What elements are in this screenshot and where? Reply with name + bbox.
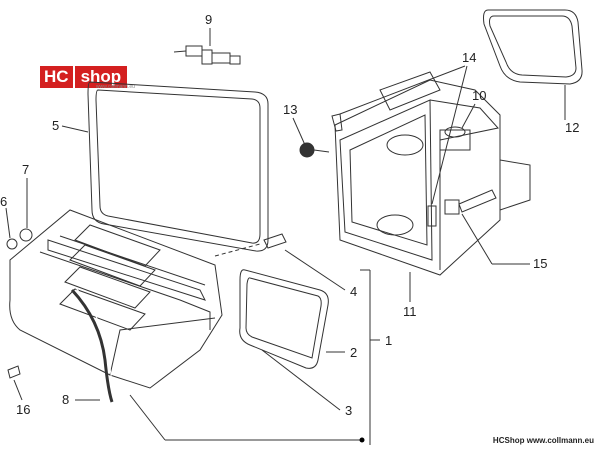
callout-9: 9 [205, 12, 212, 27]
bolt-14b [427, 205, 437, 227]
callout-1: 1 [385, 333, 392, 348]
breather-13 [299, 142, 330, 158]
logo-hc-text: HC [40, 66, 73, 88]
cylinder-head-11 [334, 71, 531, 276]
gasket-5 [87, 81, 269, 252]
callout-6: 6 [0, 194, 7, 209]
hcshop-logo: HC shop [40, 66, 128, 88]
callout-12: 12 [565, 120, 579, 135]
footer-url: www.collmann.eu [526, 436, 594, 445]
logo-subtitle: www.collmann.eu [96, 84, 135, 90]
spark-plug-9 [173, 45, 241, 65]
logo-shop-text: shop [72, 66, 128, 88]
callout-2: 2 [350, 345, 357, 360]
callout-3: 3 [345, 403, 352, 418]
screw-4 [263, 233, 287, 249]
bolt-15 [444, 189, 497, 215]
callout-14: 14 [462, 50, 476, 65]
gasket-2 [239, 269, 329, 369]
screw-16 [7, 365, 21, 379]
nut-7 [19, 228, 33, 242]
callout-16: 16 [16, 402, 30, 417]
callout-8: 8 [62, 392, 69, 407]
hose-8 [70, 288, 114, 403]
callout-13: 13 [283, 102, 297, 117]
callout-11: 11 [403, 304, 417, 319]
callout-10: 10 [472, 88, 486, 103]
junction-dot [359, 437, 365, 443]
callout-4: 4 [350, 284, 357, 299]
callout-7: 7 [22, 162, 29, 177]
washer-6 [6, 238, 18, 250]
gasket-12 [483, 9, 583, 85]
bolt-14a [331, 113, 343, 132]
footer-credit: HCShop www.collmann.eu [493, 436, 594, 445]
valve-cover-3 [9, 209, 223, 389]
footer-brand: HCShop [492, 436, 525, 445]
callout-15: 15 [533, 256, 547, 271]
callout-5: 5 [52, 118, 59, 133]
